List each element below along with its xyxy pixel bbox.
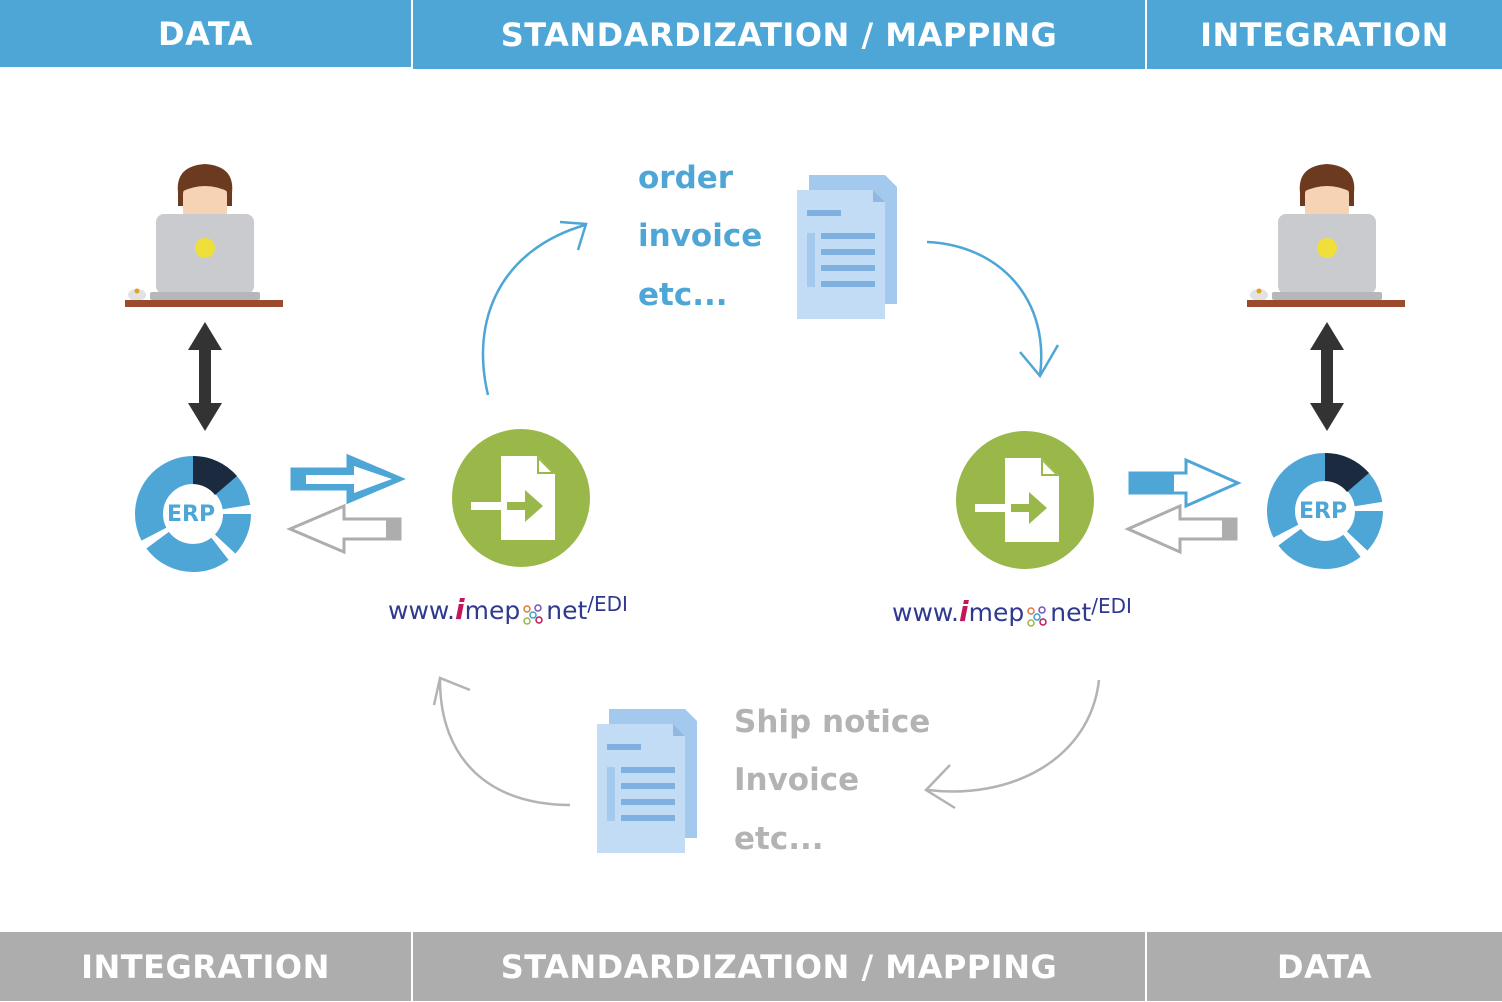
- blue-curved-arrow-up: [481, 220, 588, 396]
- left-exchange-arrows: [286, 453, 406, 555]
- doc-label-invoice-return: Invoice: [734, 762, 860, 798]
- right-vertical-double-arrow: [1310, 322, 1344, 431]
- header-integration-label: INTEGRATION: [1145, 0, 1502, 69]
- doc-label-order: order: [638, 160, 734, 196]
- header-mapping-label: STANDARDIZATION / MAPPING: [411, 0, 1145, 69]
- doc-label-invoice: invoice: [638, 218, 763, 254]
- left-edi-import-icon: [452, 429, 590, 567]
- right-erp-label: ERP: [1299, 499, 1348, 524]
- gray-curved-arrow-up: [432, 676, 571, 807]
- doc-label-ship-notice: Ship notice: [734, 704, 931, 740]
- doc-label-etc-return: etc...: [734, 821, 824, 857]
- footer-data-label: DATA: [1145, 932, 1502, 1001]
- header-data-label: DATA: [0, 0, 411, 69]
- left-user-icon: [125, 164, 283, 307]
- doc-label-etc: etc...: [638, 277, 728, 313]
- right-user-icon: [1247, 164, 1405, 307]
- blue-curved-arrow-down: [926, 240, 1060, 379]
- left-vertical-double-arrow: [188, 322, 222, 431]
- footer-integration-label: INTEGRATION: [0, 932, 411, 1001]
- right-edi-import-icon: [956, 431, 1094, 569]
- right-exchange-arrows: [1124, 457, 1242, 555]
- left-erp-label: ERP: [167, 502, 216, 527]
- gray-curved-arrow-left: [924, 679, 1101, 810]
- footer-band: INTEGRATION STANDARDIZATION / MAPPING DA…: [0, 932, 1502, 1001]
- inbound-documents-icon: [597, 709, 697, 853]
- outbound-documents-icon: [797, 175, 897, 319]
- footer-mapping-label: STANDARDIZATION / MAPPING: [411, 932, 1145, 1001]
- header-band: DATA STANDARDIZATION / MAPPING INTEGRATI…: [0, 0, 1502, 69]
